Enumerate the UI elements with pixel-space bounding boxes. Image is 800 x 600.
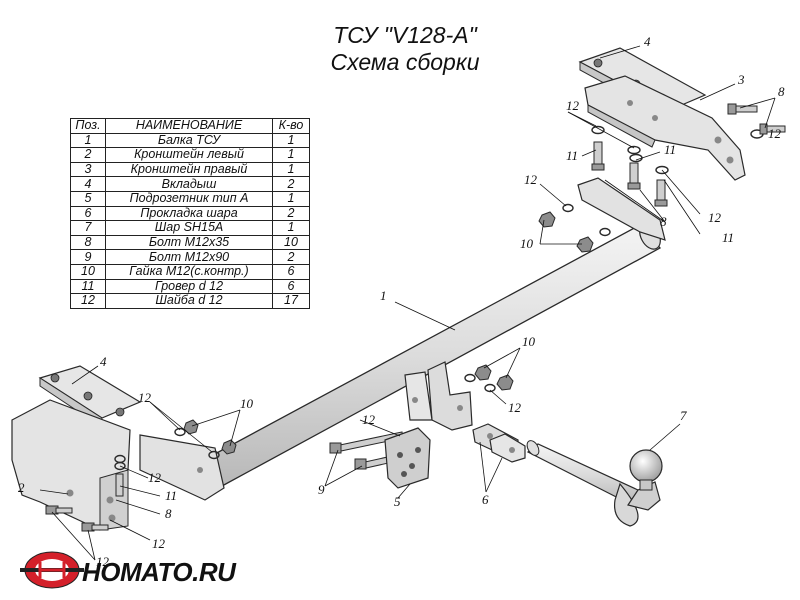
callout-8-left: 8 <box>165 506 172 521</box>
callout-11-d: 11 <box>165 488 177 503</box>
callout-12-h: 12 <box>362 412 376 427</box>
callout-12-f: 12 <box>148 470 162 485</box>
callout-10-right: 10 <box>520 236 534 251</box>
callout-3: 3 <box>737 72 745 87</box>
callout-10-center: 10 <box>522 334 536 349</box>
row-name: Шайба d 12 <box>105 293 273 309</box>
nuts-center <box>464 364 514 393</box>
tow-ball <box>526 440 663 527</box>
callout-9: 9 <box>318 482 325 497</box>
bolt-right-2 <box>627 162 641 190</box>
callout-11-b: 11 <box>664 142 676 157</box>
title-line-2: Схема сборки <box>330 49 480 75</box>
row-quantity: 17 <box>272 293 310 309</box>
header-position: Поз. <box>70 118 106 134</box>
callout-labels: 1 2 3 4 4 5 6 7 8 8 8 9 10 10 10 11 11 1… <box>18 34 785 569</box>
washers-right <box>591 125 764 175</box>
row-quantity: 6 <box>272 263 310 280</box>
nuts-right <box>538 203 611 253</box>
callout-12-c: 12 <box>524 172 538 187</box>
row-position: 12 <box>70 293 106 309</box>
row-name: Болт М12х90 <box>105 249 273 265</box>
callout-8-right: 8 <box>660 214 667 229</box>
bolts-side-right <box>727 103 786 135</box>
beam <box>139 177 666 501</box>
bolt-right-3 <box>654 179 668 207</box>
callout-7: 7 <box>680 408 687 423</box>
callout-12-b: 12 <box>768 126 782 141</box>
callout-10-left: 10 <box>240 396 254 411</box>
title-line-1: ТСУ "V128-A" <box>333 22 477 48</box>
nuts-left <box>174 419 237 460</box>
callout-1: 1 <box>380 288 387 303</box>
callout-4-left: 4 <box>100 354 107 369</box>
callout-5: 5 <box>394 494 401 509</box>
callout-12-d: 12 <box>708 210 722 225</box>
table-header-row: Поз. НАИМЕНОВАНИЕ К-во <box>70 118 310 134</box>
socket-plate <box>384 427 431 489</box>
callout-12-a: 12 <box>566 98 580 113</box>
row-name: Прокладка шара <box>105 205 273 222</box>
bolts-left <box>45 454 126 532</box>
diagram-title: ТСУ "V128-A" Схема сборки <box>250 22 560 76</box>
row-name: Подрозетник тип А <box>105 190 273 207</box>
callout-11-a: 11 <box>566 148 578 163</box>
leader-lines <box>39 45 776 561</box>
callout-11-c: 11 <box>722 230 734 245</box>
callout-6: 6 <box>482 492 489 507</box>
bracket-right <box>584 75 746 181</box>
logo-text: HOMATO.RU <box>82 557 236 587</box>
logo-mark-icon <box>20 551 84 589</box>
callout-2: 2 <box>18 480 25 495</box>
callout-12-j: 12 <box>96 554 110 569</box>
callout-12-i: 12 <box>508 400 522 415</box>
callout-12-g: 12 <box>152 536 166 551</box>
ball-spacers <box>472 423 526 463</box>
row-name: Кронштейн левый <box>105 147 273 163</box>
row-name: Гровер d 12 <box>105 278 273 295</box>
row-quantity: 1 <box>272 190 310 207</box>
callout-12-e: 12 <box>138 390 152 405</box>
row-name: Гайка М12(с.контр.) <box>105 263 273 280</box>
bolt-right-1 <box>591 141 605 171</box>
callout-4-right: 4 <box>644 34 651 49</box>
callout-8-right-top: 8 <box>778 84 785 99</box>
